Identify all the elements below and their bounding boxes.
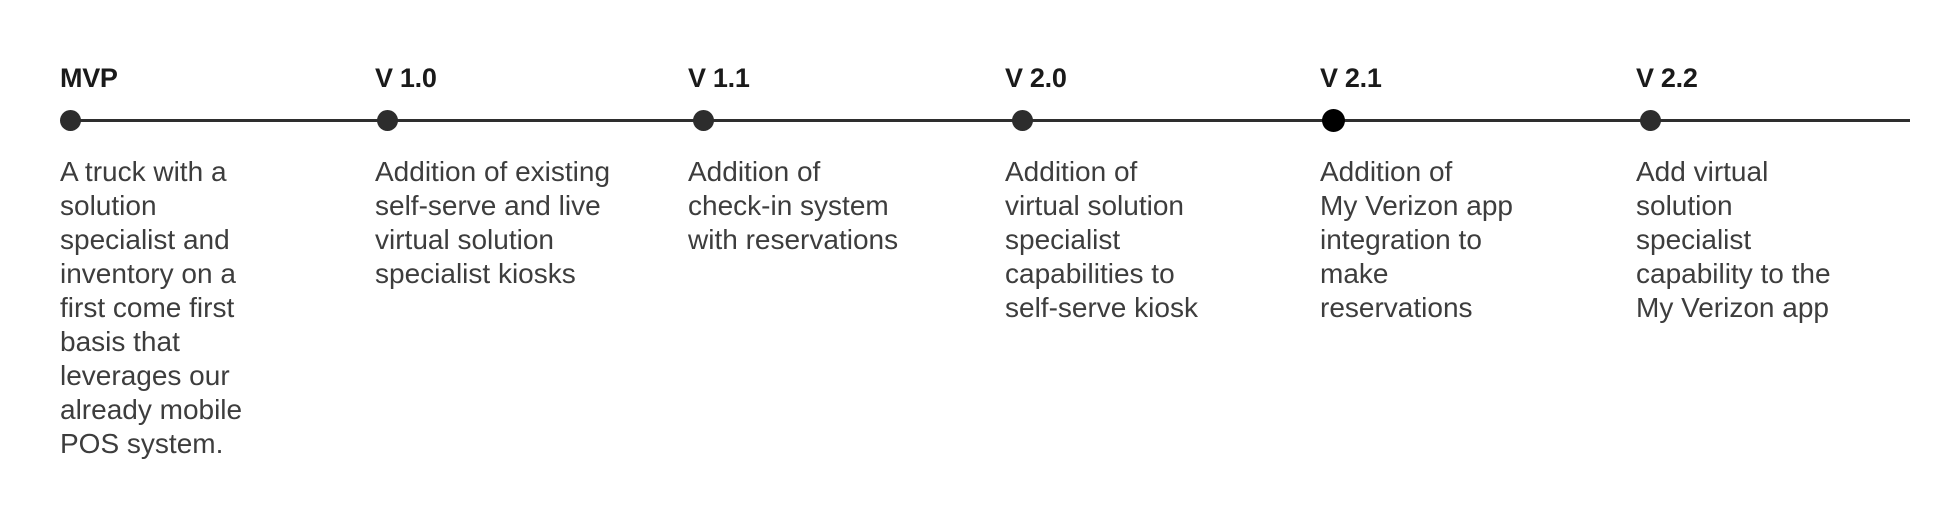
milestone-label: V 1.1 [688,63,750,93]
milestone-description: A truck with a solution specialist and i… [60,156,243,459]
milestone-label: V 2.2 [1636,63,1698,93]
timeline-dot-v1-1 [692,110,714,131]
milestone-label: V 2.0 [1005,63,1067,93]
milestone-description: Addition of virtual solution specialist … [1005,156,1198,323]
timeline-dot-v1-0 [376,110,398,131]
milestone-description: Addition of check-in system with reserva… [688,156,899,255]
milestone-v1-0: V 1.0 Addition of existing self-serve an… [375,65,685,291]
milestone-mvp: MVP A truck with a solution specialist a… [60,65,370,461]
milestone-v2-0: V 2.0 Addition of virtual solution speci… [1005,65,1315,325]
timeline-dot-v2-2 [1639,110,1661,131]
milestone-v1-1: V 1.1 Addition of check-in system with r… [688,65,998,257]
milestone-description: Addition of My Verizon app integration t… [1320,156,1513,323]
milestone-label: V 2.1 [1320,63,1382,93]
timeline-dot-v2-0 [1011,110,1033,131]
milestone-v2-2: V 2.2 Add virtual solution specialist ca… [1636,65,1946,325]
timeline-dot-mvp [59,110,81,131]
milestone-label: MVP [60,63,118,93]
timeline-dot-v2-1 [1321,109,1345,132]
milestone-v2-1: V 2.1 Addition of My Verizon app integra… [1320,65,1630,325]
timeline-line [70,119,1910,122]
milestone-label: V 1.0 [375,63,437,93]
milestone-description: Addition of existing self-serve and live… [375,156,611,289]
milestone-description: Add virtual solution specialist capabili… [1636,156,1831,323]
